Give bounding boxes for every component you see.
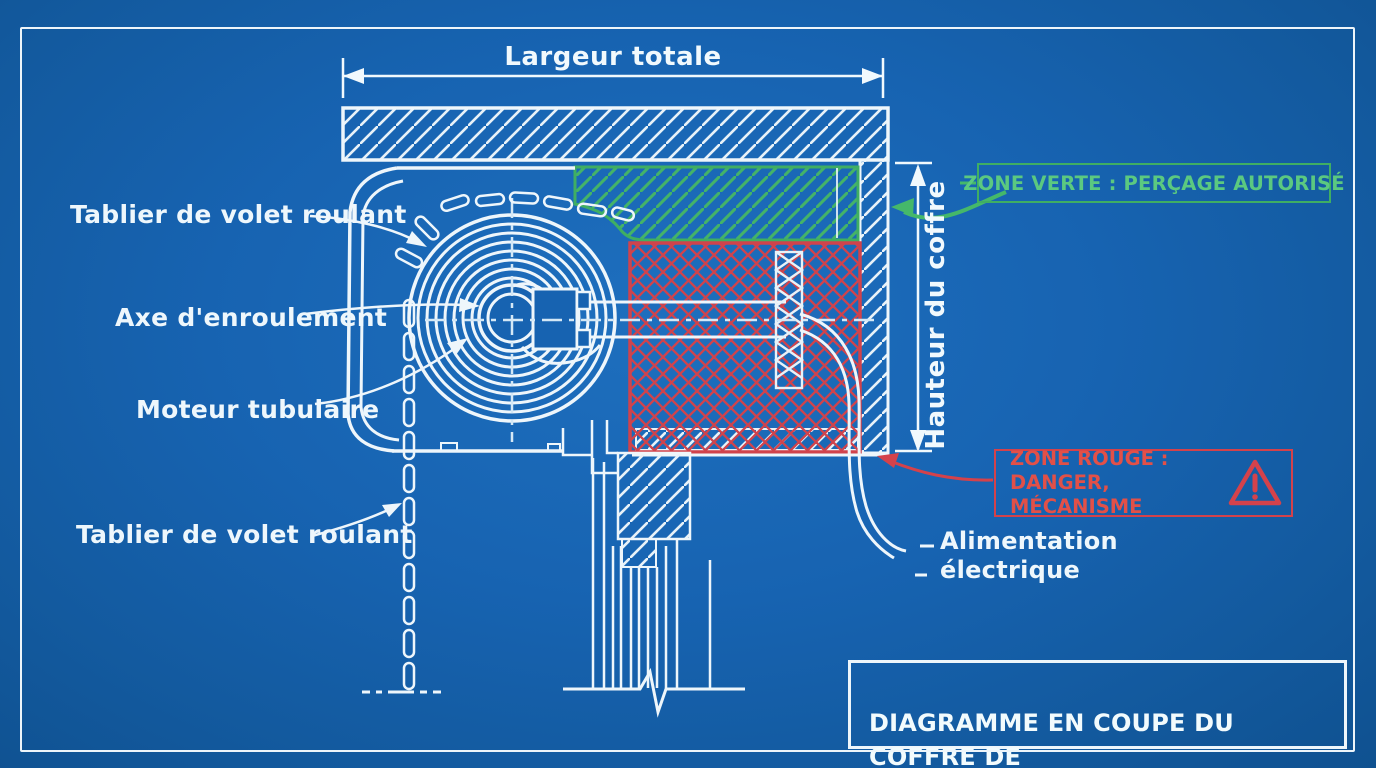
title-block: DIAGRAMME EN COUPE DU COFFRE DE VOLET RO… xyxy=(848,660,1347,768)
label-tablier-bottom: Tablier de volet roulant xyxy=(76,520,413,549)
center-lines xyxy=(425,198,878,442)
green-zone xyxy=(573,165,860,242)
green-zone-label: ZONE VERTE : PERÇAGE AUTORISÉ xyxy=(963,171,1345,195)
label-axe-enroulement: Axe d'enroulement xyxy=(115,303,388,332)
green-zone-callout: ZONE VERTE : PERÇAGE AUTORISÉ xyxy=(963,163,1345,203)
red-zone xyxy=(628,241,862,454)
label-tablier-top: Tablier de volet roulant xyxy=(70,200,407,229)
width-dimension-label: Largeur totale xyxy=(504,42,722,72)
wall-strip xyxy=(858,158,890,455)
red-zone-callout: ZONE ROUGE : DANGER, MÉCANISME xyxy=(994,447,1293,518)
leader-red-zone xyxy=(877,453,994,482)
leader-tablier-bottom xyxy=(311,503,402,538)
title-text: DIAGRAMME EN COUPE DU COFFRE DE VOLET RO… xyxy=(869,709,1234,768)
red-zone-label: ZONE ROUGE : DANGER, MÉCANISME xyxy=(1010,447,1169,518)
power-cable xyxy=(799,312,934,577)
height-dimension xyxy=(895,161,932,453)
leader-axe xyxy=(304,298,480,316)
leader-green-zone xyxy=(891,181,1007,220)
label-moteur-tubulaire: Moteur tubulaire xyxy=(136,395,380,424)
window-frame xyxy=(561,420,745,718)
leader-moteur xyxy=(314,338,468,406)
warning-triangle-icon xyxy=(1228,459,1282,506)
leader-tablier-top xyxy=(309,214,427,247)
height-dimension-label: Hauteur du coffre xyxy=(921,180,951,450)
box-outline xyxy=(346,166,888,457)
shutter-curtain-slats xyxy=(362,191,636,694)
width-dimension xyxy=(341,58,885,98)
label-alimentation: Alimentation électrique xyxy=(940,527,1118,584)
lintel-beam xyxy=(341,106,890,162)
